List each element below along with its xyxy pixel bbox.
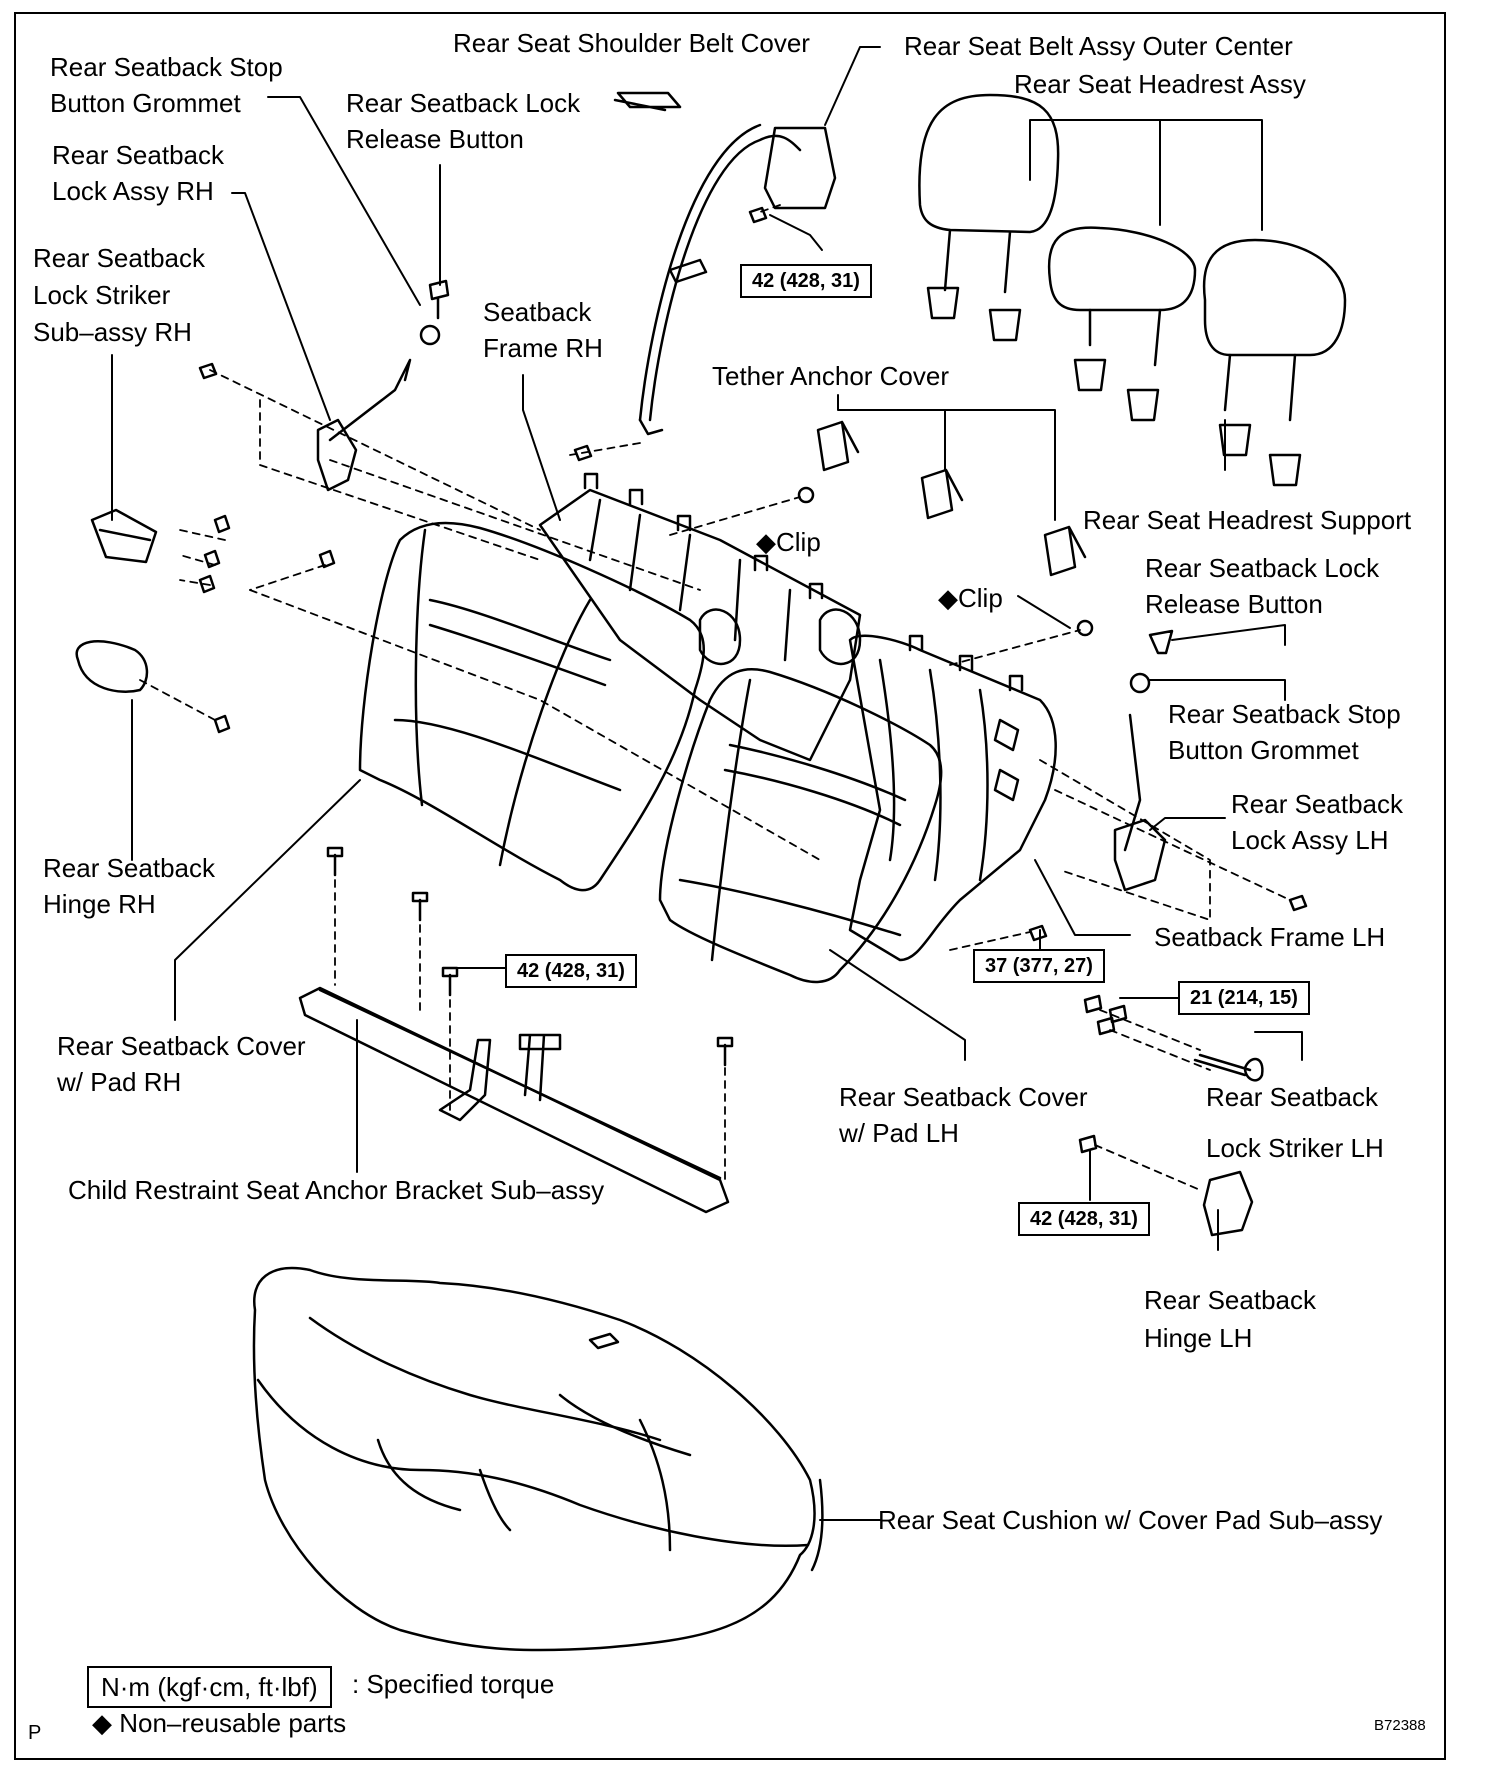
legend-unit-text: : Specified torque [352, 1669, 555, 1699]
label-hinge-rh-2: Hinge RH [43, 889, 156, 919]
assembly-dashed-lines [139, 204, 1291, 1191]
label-striker-rh-1: Rear Seatback [33, 243, 205, 273]
leader-lines [111, 46, 1303, 1521]
label-hinge-rh-1: Rear Seatback [43, 853, 215, 883]
label-hinge-lh-1: Rear Seatback [1144, 1285, 1316, 1315]
seatback-frame-lh [848, 634, 1057, 962]
label-stop-grommet-lh-2: Button Grommet [1168, 735, 1359, 765]
seat-belt-outer-center [638, 123, 837, 436]
rh-small-parts [75, 279, 450, 734]
label-striker-lh-1: Rear Seatback [1206, 1082, 1378, 1112]
label-cover-rh-1: Rear Seatback Cover [57, 1031, 306, 1061]
label-release-button-rh-1: Rear Seatback Lock [346, 88, 581, 118]
label-child-anchor: Child Restraint Seat Anchor Bracket Sub–… [68, 1175, 605, 1205]
label-frame-rh-2: Frame RH [483, 333, 603, 363]
label-lock-assy-rh-2: Lock Assy RH [52, 176, 214, 206]
seatback-frame-rh [538, 472, 862, 762]
legend-unit-box: N·m (kgf·cm, ft·lbf) [87, 1666, 332, 1708]
label-lock-assy-lh-2: Lock Assy LH [1231, 825, 1389, 855]
label-striker-lh-2: Lock Striker LH [1206, 1133, 1384, 1163]
tether-anchor-covers [816, 420, 1087, 577]
label-headrest-assy: Rear Seat Headrest Assy [1014, 69, 1306, 99]
label-release-button-lh-1: Rear Seatback Lock [1145, 553, 1380, 583]
label-stop-grommet-rh-1: Rear Seatback Stop [50, 52, 283, 82]
figure-code: B72388 [1374, 1717, 1426, 1734]
label-lock-assy-lh-1: Rear Seatback [1231, 789, 1403, 819]
label-stop-grommet-lh-1: Rear Seatback Stop [1168, 699, 1401, 729]
label-cover-lh-2: w/ Pad LH [839, 1118, 959, 1148]
label-striker-rh-3: Sub–assy RH [33, 317, 192, 347]
label-tether-cover: Tether Anchor Cover [712, 361, 950, 391]
label-frame-rh-1: Seatback [483, 297, 592, 327]
label-clip-1: ◆Clip [756, 527, 821, 557]
label-lock-assy-rh-1: Rear Seatback [52, 140, 224, 170]
label-stop-grommet-rh-2: Button Grommet [50, 88, 241, 118]
lh-small-parts [573, 206, 1308, 1237]
label-striker-rh-2: Lock Striker [33, 280, 171, 310]
headrests [918, 93, 1347, 487]
label-shoulder-belt-cover: Rear Seat Shoulder Belt Cover [453, 28, 810, 58]
label-frame-lh: Seatback Frame LH [1154, 922, 1386, 952]
label-release-button-lh-2: Release Button [1145, 589, 1323, 619]
label-cover-lh-1: Rear Seatback Cover [839, 1082, 1088, 1112]
label-belt-outer-center: Rear Seat Belt Assy Outer Center [904, 31, 1293, 61]
shoulder-belt-cover [613, 91, 682, 112]
seatback-cover-rh [358, 521, 705, 892]
label-headrest-support: Rear Seat Headrest Support [1083, 505, 1412, 535]
label-cushion: Rear Seat Cushion w/ Cover Pad Sub–assy [878, 1505, 1383, 1535]
label-cover-rh-2: w/ Pad RH [57, 1067, 182, 1097]
torque-anchor: 42 (428, 31) [505, 954, 637, 988]
label-hinge-lh-2: Hinge LH [1144, 1323, 1253, 1353]
label-clip-2: ◆Clip [938, 583, 1003, 613]
label-release-button-rh-2: Release Button [346, 124, 524, 154]
torque-hinge-lh: 42 (428, 31) [1018, 1202, 1150, 1236]
diagram-frame [14, 12, 1446, 1760]
legend-nonreusable: ◆ Non–reusable parts [92, 1708, 347, 1738]
corner-mark: P [28, 1722, 42, 1744]
torque-frame-lh: 37 (377, 27) [973, 949, 1105, 983]
torque-belt: 42 (428, 31) [740, 264, 872, 298]
torque-striker-lh: 21 (214, 15) [1178, 981, 1310, 1015]
seatback-cover-lh [658, 668, 943, 984]
child-anchor-bracket [298, 846, 734, 1214]
seat-cushion [252, 1266, 824, 1652]
